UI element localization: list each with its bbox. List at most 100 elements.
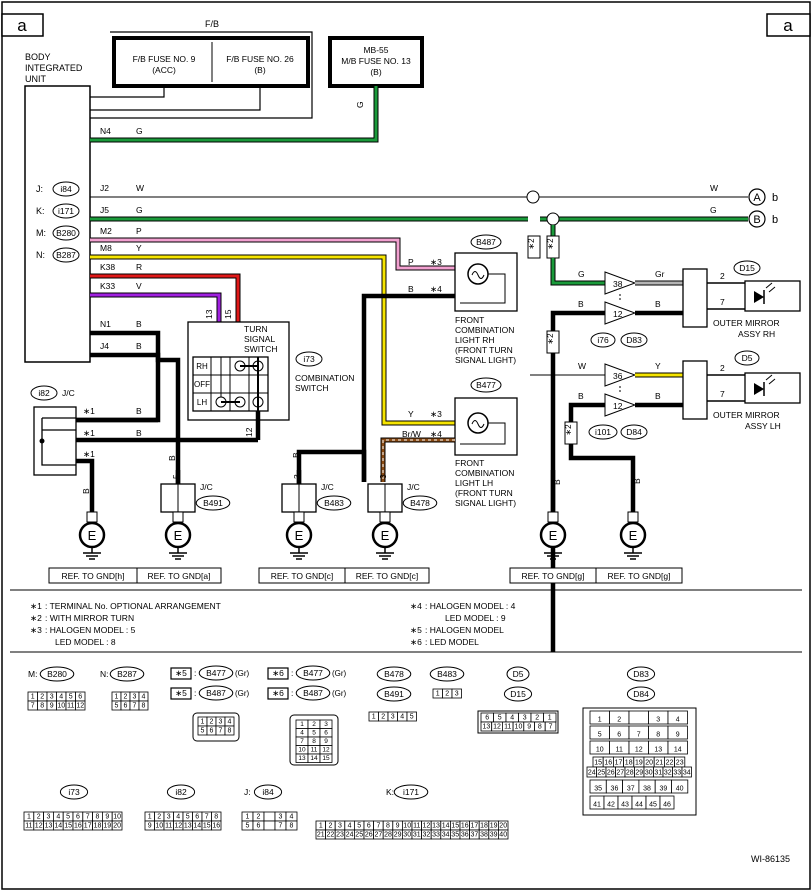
pin-j5-color: G — [136, 205, 143, 215]
opt-mark-1: ∗2 — [527, 238, 536, 250]
pin-number: 22 — [327, 832, 335, 839]
pin-number: 6 — [124, 703, 128, 710]
pin-number: 18 — [94, 823, 102, 830]
wire-mirror-rh-g — [551, 258, 605, 285]
pin-number: 2 — [617, 717, 621, 724]
pin-number: 6 — [257, 823, 261, 830]
pin-number: 8 — [40, 703, 44, 710]
opt-mark-4: ∗2 — [564, 424, 573, 436]
cv-i171-id: i171 — [403, 787, 419, 797]
wire-rh-ground — [361, 293, 455, 482]
conn-m-id: B280 — [56, 228, 76, 238]
pin-number: 6 — [367, 823, 371, 830]
mirror-lh-b-color-1: B — [578, 391, 584, 401]
pin-number: 4 — [228, 719, 232, 726]
cv-d83-id: D83 — [633, 669, 649, 679]
pin-number: 1 — [548, 715, 552, 722]
cv-i84-oval — [253, 784, 283, 800]
pin-n1-color: B — [136, 319, 142, 329]
pin-k33-color: V — [136, 281, 142, 291]
mirror-rh-pin-2: 2 — [720, 271, 725, 281]
rh-star4: ∗4 — [430, 284, 442, 294]
pin-number: 18 — [480, 823, 488, 830]
note-text: : LED MODEL — [425, 637, 479, 647]
cv-i82-cell — [211, 820, 222, 831]
jc-pin: 3 — [378, 474, 388, 479]
switch-grid: RH OFF LH — [192, 356, 269, 412]
jc-B491-id: B491 — [203, 498, 223, 508]
opt-mark-2: ∗2 — [546, 238, 555, 250]
mirror-lh-b-ground — [568, 402, 636, 512]
mirror-rh-ground-color: B — [552, 479, 562, 485]
mirror-lh-conn3: D5 — [742, 353, 753, 363]
cv-d83-cell — [667, 740, 688, 755]
lh-label-5: SIGNAL LIGHT) — [455, 498, 516, 508]
wire-brw-outline — [380, 437, 455, 482]
comb-label-2: SWITCH — [295, 383, 329, 393]
jc-B478-oval — [402, 495, 438, 511]
pin-number: 3 — [47, 814, 51, 821]
cv-b477-colon: : — [194, 668, 196, 678]
mirror-lh-conn1-oval — [588, 424, 618, 440]
mirror-rh-term-38 — [604, 271, 637, 295]
pin-number: 42 — [607, 802, 615, 809]
pin-number: 5 — [312, 730, 316, 737]
rh-p-color: P — [408, 257, 414, 267]
jc-label: J/C — [407, 482, 420, 492]
rh-label-1: FRONT — [455, 315, 484, 325]
pin-number: 8 — [538, 724, 542, 731]
pin-number: 3 — [338, 823, 342, 830]
pin-number: 2 — [40, 694, 44, 701]
comb-label-1: COMBINATION — [295, 373, 354, 383]
switch-conn-oval — [295, 351, 323, 367]
pin-m8-color: Y — [136, 243, 142, 253]
pin-number: 9 — [396, 823, 400, 830]
pin-number: 29 — [635, 770, 643, 777]
wire-fb26 — [90, 86, 261, 111]
pin-number: 2 — [37, 814, 41, 821]
cv-i84-prefix: J: — [244, 787, 251, 797]
pin-number: 13 — [45, 823, 53, 830]
pin-number: 8 — [386, 823, 390, 830]
pin-number: 34 — [683, 770, 691, 777]
pin-number: 26 — [365, 832, 373, 839]
pin-number: 13 — [298, 755, 306, 762]
pin-number: 9 — [676, 732, 680, 739]
pin-number: 3 — [391, 714, 395, 721]
cv-d83-cell — [667, 710, 688, 725]
pin-number: 10 — [515, 724, 523, 731]
mirror-rh-gr-color: Gr — [655, 269, 665, 279]
pin-j2: J2 — [100, 183, 109, 193]
pin-number: 11 — [616, 747, 623, 754]
pin-number: 7 — [300, 738, 304, 745]
fuse-fb26-line2: (B) — [254, 65, 266, 75]
mirror-lh-box — [744, 372, 801, 404]
cv-i82-id: i82 — [175, 787, 187, 797]
lamp-internal-rh — [460, 273, 506, 304]
pin-number: 8 — [228, 728, 232, 735]
pin-number: 9 — [527, 724, 531, 731]
pin-number: 8 — [214, 814, 218, 821]
note-text: : HALOGEN MODEL — [425, 625, 504, 635]
pin-number: 16 — [212, 823, 220, 830]
pos-rh: RH — [196, 362, 208, 371]
mirror-rh-conn2: D83 — [626, 335, 642, 345]
pin-number: 36 — [461, 832, 469, 839]
pin-number: 9 — [324, 738, 328, 745]
pin-number: 1 — [27, 814, 31, 821]
pin-number: 5 — [598, 732, 602, 739]
pin-number: 10 — [155, 823, 163, 830]
pin-number: 21 — [655, 760, 663, 767]
ground-lug — [86, 511, 98, 523]
pin-number: 5 — [246, 823, 250, 830]
pin-number: 7 — [205, 814, 209, 821]
pin-number: 29 — [394, 832, 402, 839]
turn-label-1: TURN — [244, 324, 268, 334]
pin-number: 2 — [312, 721, 316, 728]
opt-conn-4 — [564, 421, 578, 445]
pin-number: 24 — [346, 832, 354, 839]
lh-label-4: (FRONT TURN — [455, 488, 513, 498]
fuse-mb-line3: (B) — [370, 67, 382, 77]
pos-lh: LH — [197, 398, 207, 407]
pin-j5: J5 — [100, 205, 109, 215]
